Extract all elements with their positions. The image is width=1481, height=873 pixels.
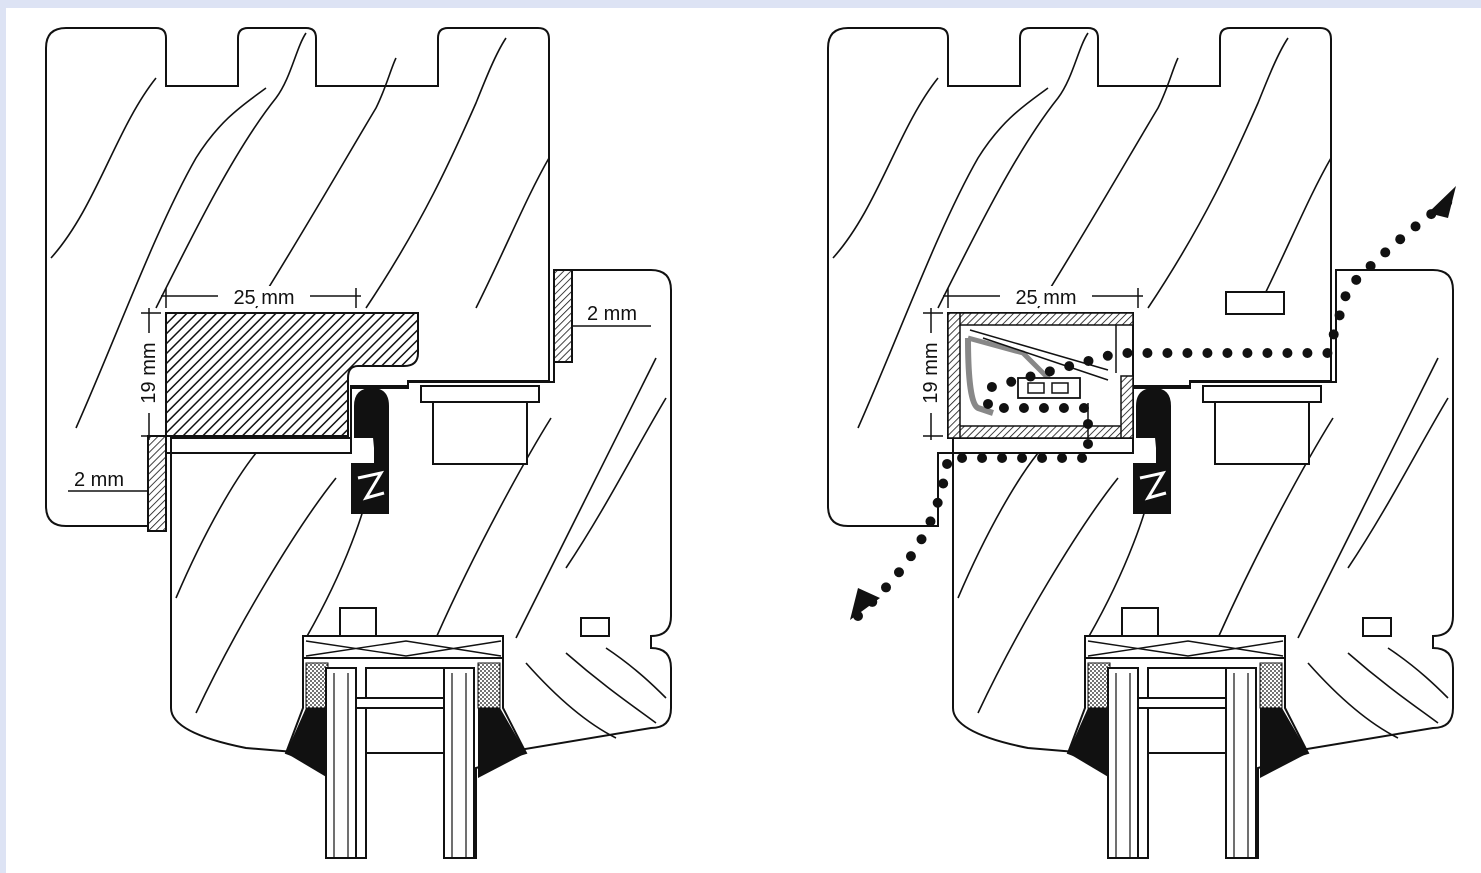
- section-drawings: 25 mm 19 mm 2 mm 2 mm: [44, 26, 1458, 860]
- airflow-arrow-end: [1428, 186, 1456, 218]
- left-panel-drawing: 25 mm 19 mm 2 mm 2 mm: [44, 26, 673, 860]
- hatched-cutout: [165, 312, 419, 437]
- gap-strip-left: [147, 435, 167, 532]
- gap-left-label: 2 mm: [74, 469, 124, 491]
- airflow-arrow-start: [850, 588, 880, 620]
- gap-strip-right: [553, 269, 573, 363]
- width-label: 25 mm: [233, 287, 294, 309]
- height-label: 19 mm: [920, 342, 942, 403]
- width-label: 25 mm: [1015, 287, 1076, 309]
- height-label: 19 mm: [138, 342, 160, 403]
- drawing-canvas: 25 mm 19 mm 2 mm 2 mm: [6, 8, 1481, 873]
- gap-right-label: 2 mm: [587, 303, 637, 325]
- right-panel-drawing: 25 mm 19 mm: [826, 26, 1458, 860]
